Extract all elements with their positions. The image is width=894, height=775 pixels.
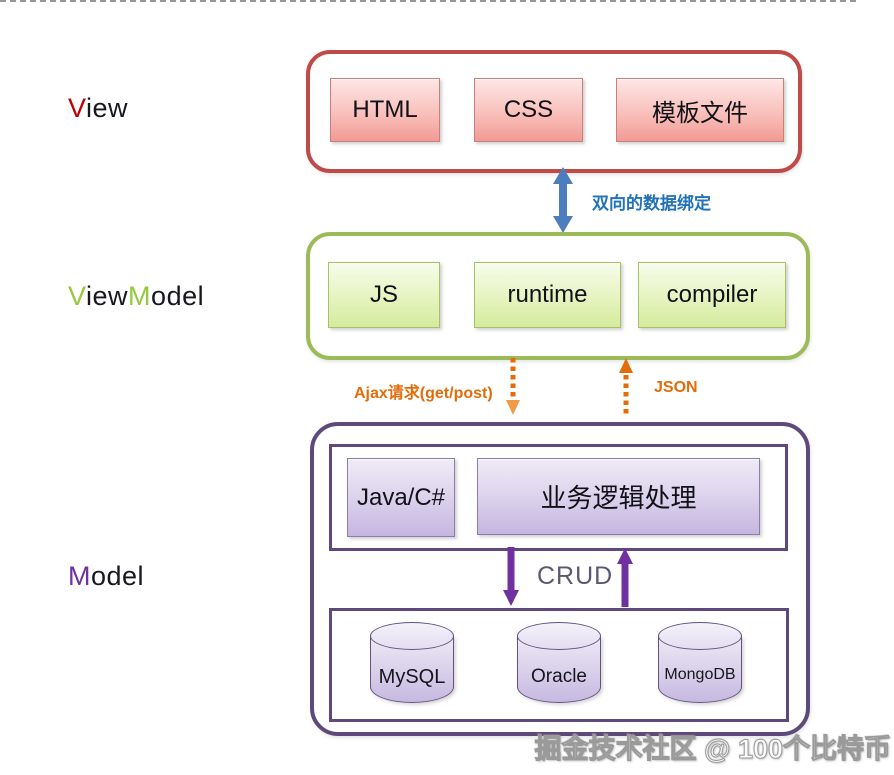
viewmodel-label-iew: iew — [86, 281, 129, 311]
mysql-cylinder-top — [370, 622, 454, 650]
business-logic-box-label: 业务逻辑处理 — [540, 483, 697, 513]
js-box: JS — [328, 262, 440, 328]
two-way-binding-arrow — [553, 167, 573, 233]
ajax-request-arrow — [506, 358, 520, 415]
template-file-box: 模板文件 — [616, 78, 784, 142]
css-box-label: CSS — [503, 96, 554, 123]
compiler-box: compiler — [638, 262, 786, 328]
java-csharp-box-label: Java/C# — [356, 483, 446, 511]
watermark-text: 掘金技术社区 @ 100个比特币 — [534, 734, 891, 765]
ajax-request-label: Ajax请求(get/post) — [348, 379, 499, 403]
mongodb-cylinder-top — [658, 622, 742, 650]
js-box-label: JS — [369, 281, 398, 308]
html-box-label: HTML — [352, 96, 418, 123]
template-file-box-label: 模板文件 — [652, 99, 748, 127]
viewmodel-label-odel: odel — [151, 281, 205, 311]
model-label-rest: odel — [91, 561, 145, 591]
view-layer-label: View — [68, 93, 128, 124]
css-box: CSS — [474, 78, 583, 142]
java-csharp-box: Java/C# — [347, 458, 455, 537]
crud-label: CRUD — [533, 562, 618, 591]
oracle-label: Oracle — [531, 666, 587, 687]
compiler-box-label: compiler — [666, 281, 758, 308]
model-label-initial: M — [68, 561, 91, 591]
two-way-binding-label: 双向的数据绑定 — [586, 189, 717, 214]
model-layer-label: Model — [68, 561, 144, 592]
business-logic-box: 业务逻辑处理 — [477, 458, 760, 535]
mysql-cylinder: MySQL — [370, 622, 454, 703]
view-label-initial: V — [68, 93, 87, 123]
separator-viewmodel-model — [0, 0, 856, 2]
viewmodel-label-v: V — [68, 281, 87, 311]
json-response-label: JSON — [648, 379, 704, 397]
crud-up-arrow — [617, 548, 633, 607]
runtime-box: runtime — [474, 262, 621, 328]
oracle-cylinder-top — [517, 622, 601, 650]
mongodb-cylinder: MongoDB — [658, 622, 742, 703]
oracle-cylinder: Oracle — [517, 622, 601, 703]
html-box: HTML — [330, 78, 440, 142]
viewmodel-label-m: M — [128, 281, 152, 311]
crud-down-arrow — [503, 547, 519, 606]
runtime-box-label: runtime — [507, 281, 588, 308]
viewmodel-layer-label: ViewModel — [68, 281, 204, 312]
view-label-rest: iew — [86, 93, 129, 123]
json-response-arrow — [619, 358, 633, 416]
mysql-label: MySQL — [378, 666, 446, 688]
mongodb-label: MongoDB — [664, 666, 736, 683]
